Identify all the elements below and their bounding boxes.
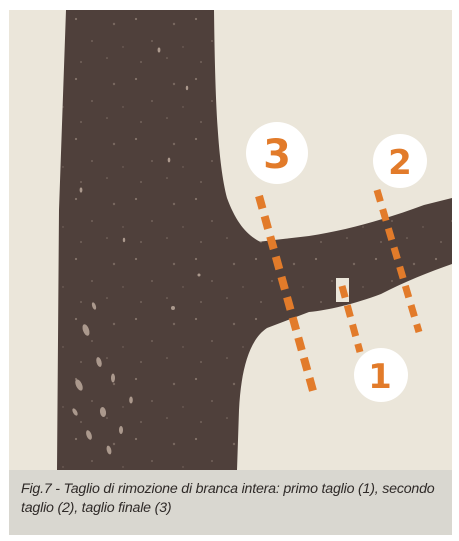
cut-1-badge: 1 (354, 348, 408, 402)
cut-2-label: 2 (388, 143, 412, 183)
figure-caption: Fig.7 - Taglio di rimozione di branca in… (9, 470, 452, 535)
cut-3-badge: 3 (246, 122, 308, 184)
cut-2-badge: 2 (373, 134, 427, 188)
pruning-illustration: 3 2 1 (9, 10, 452, 470)
cut-3-label: 3 (263, 132, 291, 178)
caption-text: Fig.7 - Taglio di rimozione di branca in… (21, 480, 444, 518)
pruning-diagram-svg: 3 2 1 (9, 10, 452, 470)
cut-1-label: 1 (368, 357, 392, 397)
